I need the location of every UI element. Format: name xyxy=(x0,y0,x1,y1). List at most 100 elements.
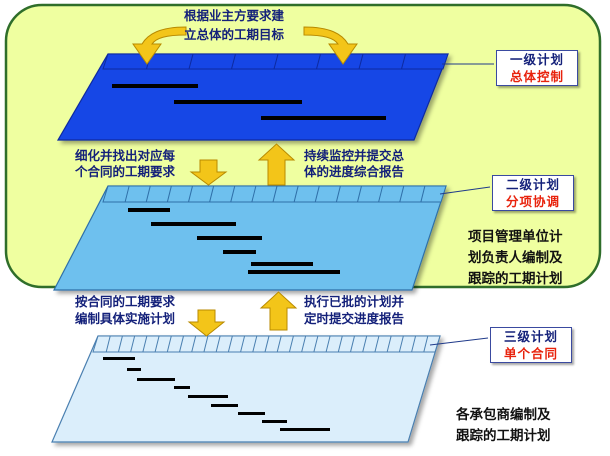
header-tick xyxy=(272,185,278,203)
pm-unit-note: 项目管理单位计 划负责人编制及 跟踪的工期计划 xyxy=(468,227,563,290)
header-tick xyxy=(142,335,148,353)
header-tick xyxy=(264,335,270,353)
level3-name: 单个合同 xyxy=(503,346,558,361)
header-tick xyxy=(378,185,384,203)
header-tick xyxy=(357,185,362,203)
header-tick xyxy=(293,185,299,203)
level2-callout-line xyxy=(439,186,491,195)
header-tick xyxy=(188,53,194,70)
gantt-bar xyxy=(128,208,170,212)
curved-arrow-left-icon xyxy=(132,26,187,65)
pm-unit-note-line2: 划负责人编制及 xyxy=(468,250,563,266)
gantt-bar xyxy=(262,420,287,423)
header-tick xyxy=(399,185,405,203)
level3-gantt-bars xyxy=(103,357,330,431)
annotation-23-down-line1: 按合同的工期要求 xyxy=(75,294,176,309)
annotation-23-up-line1: 执行已批的计划并 xyxy=(304,294,405,309)
down-arrow-icon-1-2 xyxy=(189,159,228,186)
header-tick xyxy=(188,185,193,203)
pm-unit-note-line3: 跟踪的工期计划 xyxy=(468,271,563,287)
header-tick xyxy=(301,335,307,353)
up-arrow-icon-1-2 xyxy=(257,143,296,186)
contractor-note: 各承包商编制及 跟踪的工期计划 xyxy=(456,405,551,447)
header-tick xyxy=(386,335,392,353)
header-tick xyxy=(335,185,341,203)
header-tick xyxy=(240,335,246,353)
header-tick xyxy=(191,335,197,353)
header-tick xyxy=(252,335,258,353)
gantt-bar xyxy=(197,236,262,240)
level2-name: 分项协调 xyxy=(505,194,560,209)
header-tick xyxy=(325,335,331,353)
header-tick xyxy=(251,185,257,203)
level3-header-ticks xyxy=(105,335,429,353)
header-tick xyxy=(374,335,380,353)
pm-unit-note-line1: 项目管理单位计 xyxy=(468,229,563,245)
header-tick xyxy=(209,185,215,203)
gantt-bar xyxy=(188,395,228,398)
gantt-bar xyxy=(248,270,340,274)
top-annotation-line1: 根据业主方要求建 xyxy=(184,8,285,23)
gantt-bar xyxy=(251,262,313,266)
gantt-bar xyxy=(280,428,330,431)
header-tick xyxy=(124,185,130,203)
header-tick xyxy=(362,335,368,353)
level1-label: 一级计划 xyxy=(509,52,564,67)
down-arrow-icon-2-3 xyxy=(187,309,226,337)
header-tick xyxy=(313,335,319,353)
up-arrow-icon-2-3 xyxy=(259,291,298,331)
header-tick xyxy=(401,53,406,70)
header-tick xyxy=(230,185,236,203)
annotation-12-up-line2: 体的进度综合报告 xyxy=(304,164,405,179)
header-tick xyxy=(215,335,221,353)
header-tick xyxy=(314,185,320,203)
contractor-note-line2: 跟踪的工期计划 xyxy=(456,428,551,444)
gantt-bar xyxy=(174,100,302,104)
header-tick xyxy=(337,335,343,353)
header-tick xyxy=(227,335,233,353)
level2-plane xyxy=(53,185,447,291)
level1-gantt-bars xyxy=(112,84,386,120)
header-tick xyxy=(423,335,429,353)
gantt-bar xyxy=(112,84,198,88)
header-tick xyxy=(179,335,184,353)
header-tick xyxy=(398,335,404,353)
gantt-bar xyxy=(223,250,256,254)
contractor-note-line1: 各承包商编制及 xyxy=(456,407,551,423)
header-tick xyxy=(316,53,321,70)
gantt-bar xyxy=(174,386,190,389)
level3-plane xyxy=(51,335,441,443)
level3-label-box: 三级计划 单个合同 xyxy=(490,327,572,363)
level2-gantt-bars xyxy=(128,208,340,274)
annotation-23-down-line2: 编制具体实施计划 xyxy=(75,311,176,326)
annotation-12-down-line2: 个合同的工期要求 xyxy=(75,164,176,179)
level2-label: 二级计划 xyxy=(505,177,560,192)
curved-arrow-right-icon xyxy=(303,26,358,65)
level2-label-box: 二级计划 分项协调 xyxy=(492,175,574,211)
header-tick xyxy=(117,335,123,353)
header-tick xyxy=(105,335,111,353)
gantt-bar xyxy=(238,412,265,415)
level1-name: 总体控制 xyxy=(509,69,564,84)
header-tick xyxy=(203,335,209,353)
header-tick xyxy=(154,335,160,353)
annotation-12-up-line1: 持续监控并提交总 xyxy=(304,148,405,163)
header-tick xyxy=(276,335,282,353)
header-tick xyxy=(145,185,151,203)
header-tick xyxy=(166,335,172,353)
header-tick xyxy=(130,335,136,353)
header-tick xyxy=(273,53,279,70)
gantt-bar xyxy=(211,404,238,407)
level3-callout-line xyxy=(429,337,489,346)
level3-label: 三级计划 xyxy=(503,329,558,344)
header-tick xyxy=(358,53,364,70)
header-tick xyxy=(411,335,417,353)
header-tick xyxy=(288,335,294,353)
annotation-12-down-line1: 细化并找出对应每 xyxy=(75,148,176,163)
header-tick xyxy=(350,335,355,353)
gantt-bar xyxy=(127,368,141,371)
header-tick xyxy=(166,185,172,203)
level1-plane xyxy=(56,53,449,141)
top-annotation-line2: 立总体的工期目标 xyxy=(184,27,285,42)
